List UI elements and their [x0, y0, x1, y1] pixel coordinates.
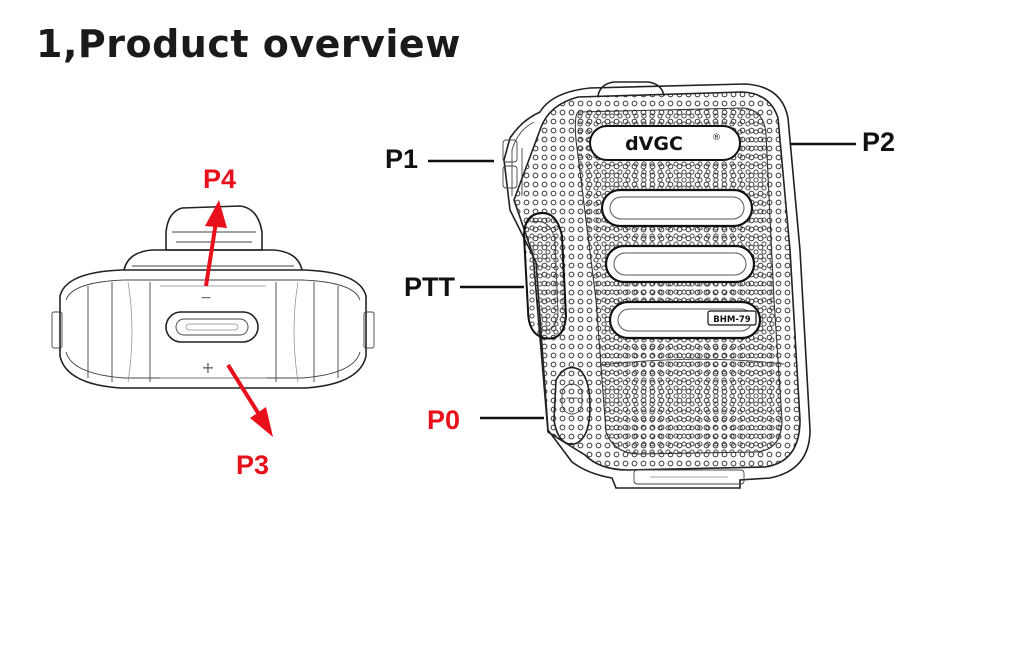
label-ptt: PTT [404, 272, 456, 302]
plus-symbol: + [201, 358, 214, 377]
label-p4: P4 [203, 164, 236, 194]
bottom-view-illustration: − + [51, 205, 375, 389]
brand-logo: dVGC [625, 133, 683, 155]
p3-arrow [226, 363, 273, 437]
label-p0: P0 [427, 405, 460, 435]
leader-lines [428, 142, 856, 420]
front-view-illustration: dVGC ® BHM-79 [502, 81, 811, 489]
brand-registered-mark: ® [712, 133, 721, 143]
label-p1: P1 [385, 144, 418, 174]
page-title: 1,Product overview [36, 22, 461, 66]
minus-symbol: − [200, 290, 212, 306]
label-p2: P2 [862, 127, 895, 157]
model-badge: BHM-79 [713, 315, 750, 325]
label-p3: P3 [236, 450, 269, 480]
p4-arrow [204, 200, 227, 287]
